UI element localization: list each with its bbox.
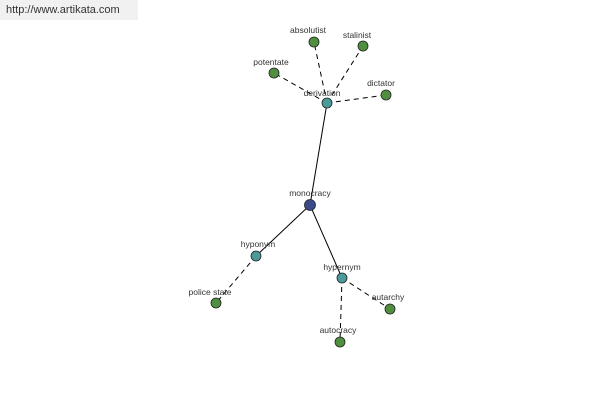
label-dictator: dictator <box>367 78 395 88</box>
edge-monocracy-derivation <box>309 102 328 206</box>
edge-hyponym-police-state <box>215 255 257 304</box>
edge-derivation-absolutist <box>313 41 328 104</box>
edge-derivation-stalinist <box>326 45 364 104</box>
label-stalinist: stalinist <box>343 30 372 40</box>
node-absolutist[interactable] <box>308 36 320 48</box>
edge-hypernym-autarchy <box>341 277 391 310</box>
node-hypernym[interactable] <box>336 272 348 284</box>
label-potentate: potentate <box>253 57 289 67</box>
node-police-state[interactable] <box>210 297 222 309</box>
label-hypernym: hypernym <box>323 262 360 272</box>
node-potentate[interactable] <box>268 67 280 79</box>
watermark-url: http://www.artikata.com <box>0 0 138 20</box>
node-stalinist[interactable] <box>357 40 369 52</box>
node-monocracy[interactable] <box>304 199 316 211</box>
label-police-state: police state <box>189 287 232 297</box>
label-autocracy: autocracy <box>320 325 358 335</box>
nodes-layer <box>210 36 396 348</box>
label-hyponym: hyponym <box>241 239 276 249</box>
node-hyponym[interactable] <box>250 250 262 262</box>
node-derivation[interactable] <box>321 97 333 109</box>
edge-hypernym-autocracy <box>339 277 343 343</box>
edge-derivation-potentate <box>273 72 328 104</box>
node-autocracy[interactable] <box>334 336 346 348</box>
edge-monocracy-hypernym <box>309 204 343 279</box>
label-autarchy: autarchy <box>372 292 405 302</box>
node-autarchy[interactable] <box>384 303 396 315</box>
edge-monocracy-hyponym <box>255 204 311 257</box>
edge-derivation-dictator <box>326 94 387 104</box>
edges-layer <box>215 41 391 343</box>
label-derivation: derivation <box>304 88 341 98</box>
node-dictator[interactable] <box>380 89 392 101</box>
label-absolutist: absolutist <box>290 25 327 35</box>
label-monocracy: monocracy <box>289 188 331 198</box>
labels-layer: monocracy derivation hyponym hypernym absolu… <box>189 25 406 335</box>
